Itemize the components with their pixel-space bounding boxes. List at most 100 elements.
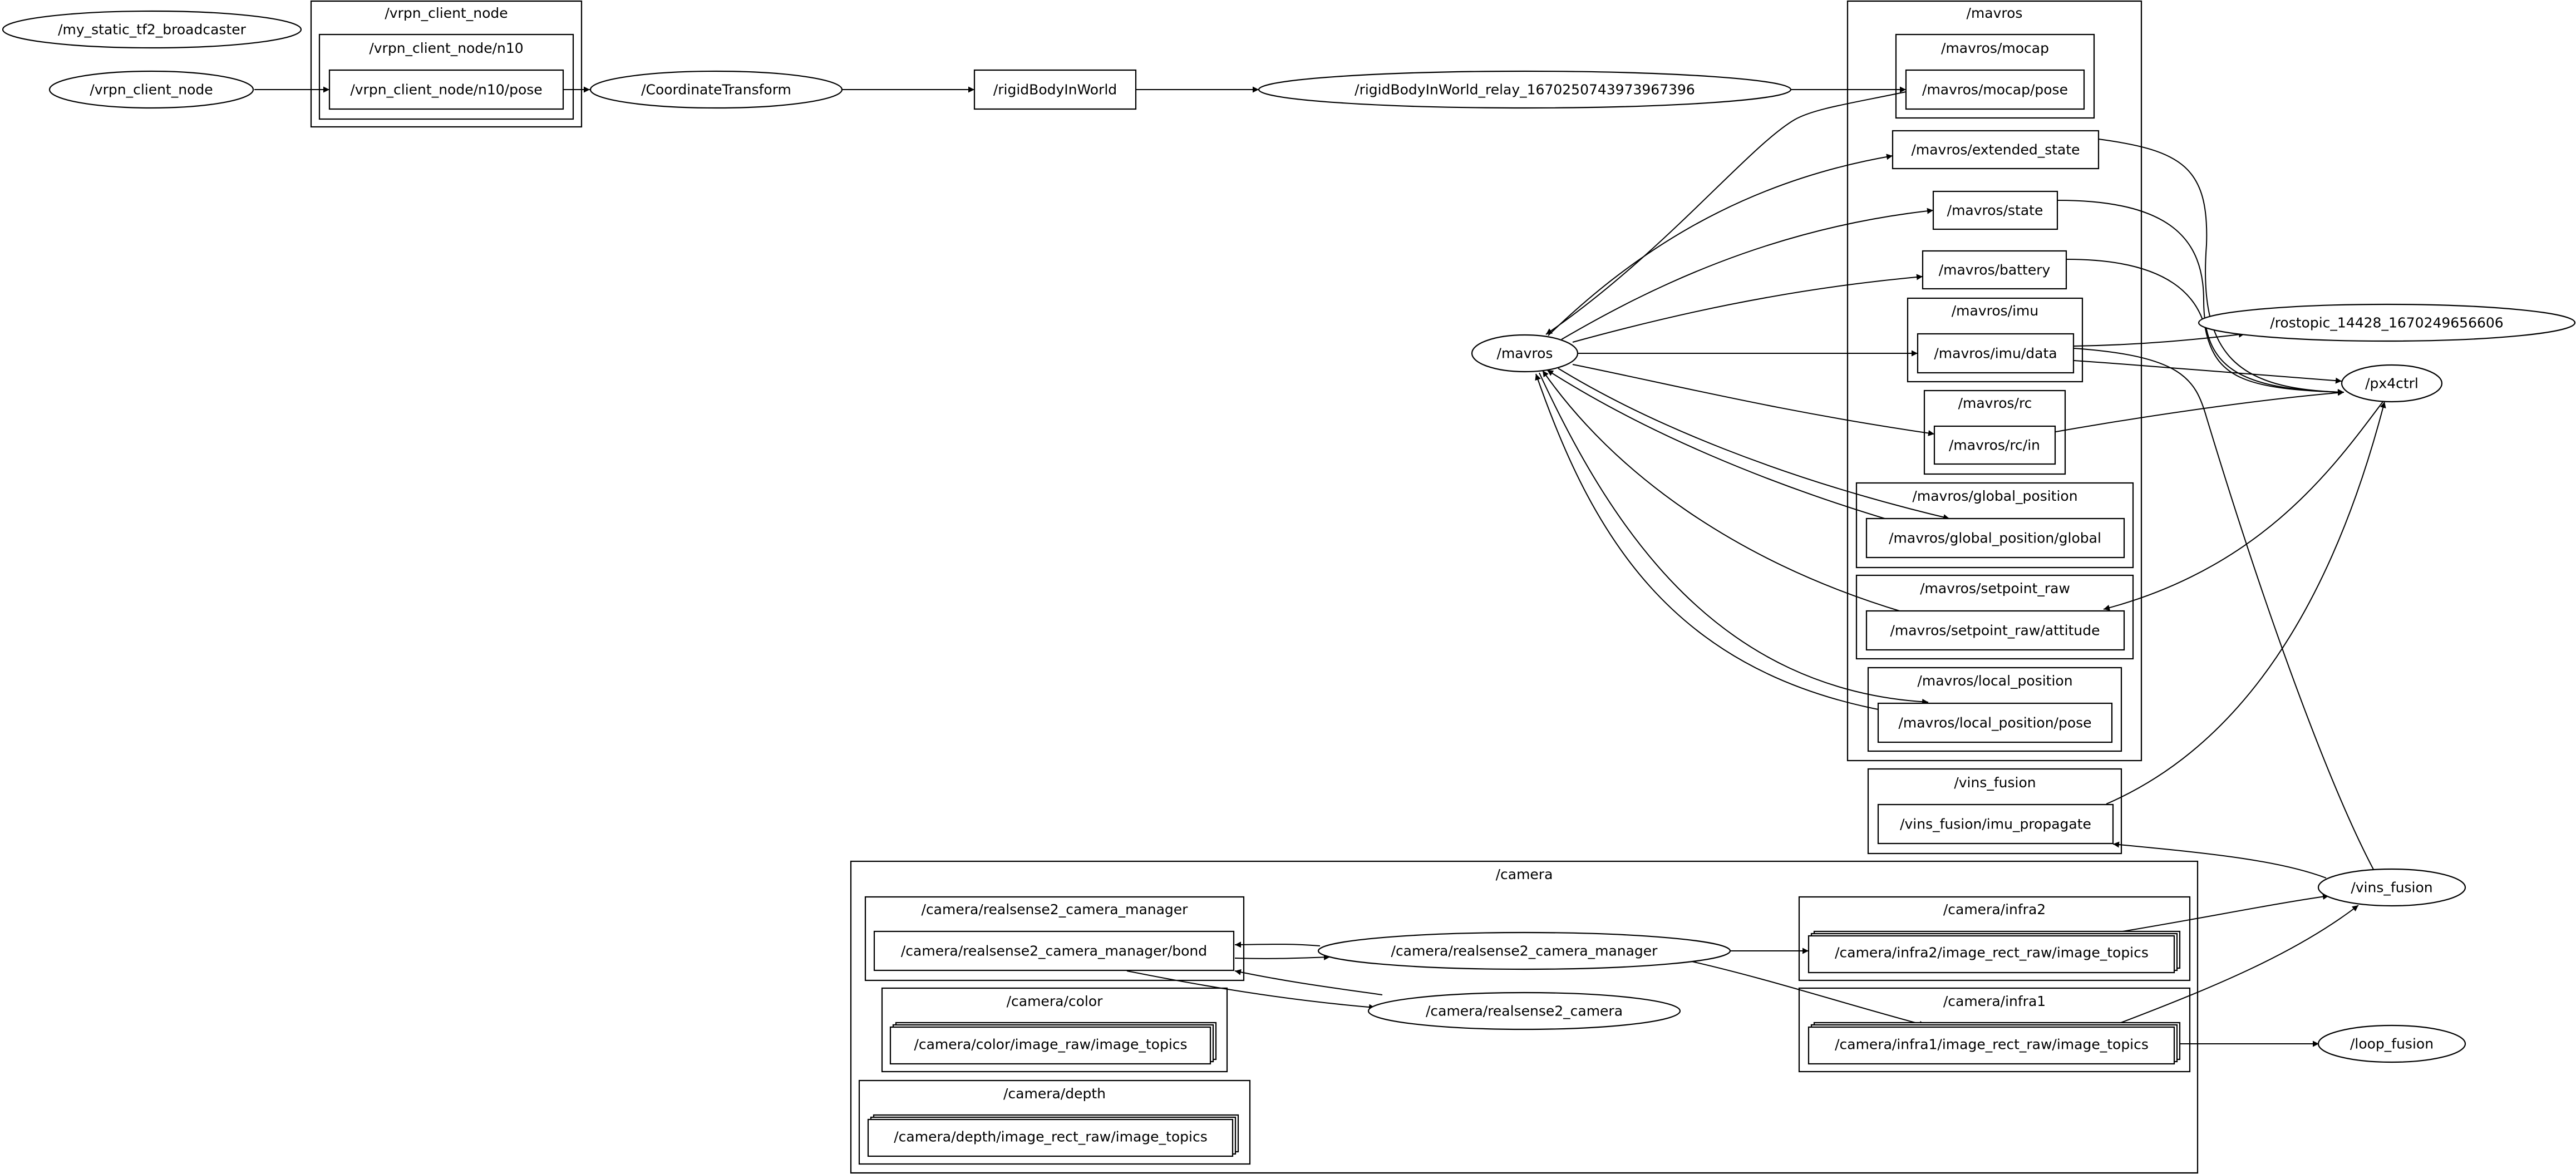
node-rigid-body-in-world-relay[interactable]: /rigidBodyInWorld_relay_1670250743973967… bbox=[1258, 70, 1792, 109]
topic-battery-label: /mavros/battery bbox=[1939, 262, 2051, 278]
edge-infra2-to-vins-fusion bbox=[2119, 894, 2329, 933]
node-coordinate-transform-label: /CoordinateTransform bbox=[641, 82, 791, 98]
topic-imu-data[interactable]: /mavros/imu/data bbox=[1917, 333, 2075, 374]
node-my-static-tf2-broadcaster-label: /my_static_tf2_broadcaster bbox=[58, 22, 247, 38]
cluster-vrpn-client-node-n10: /vrpn_client_node/n10 bbox=[318, 33, 574, 120]
edge-mavros-to-battery bbox=[1572, 274, 1923, 343]
node-vins-fusion[interactable]: /vins_fusion bbox=[2317, 868, 2466, 907]
topic-setpoint-raw-attitude-label: /mavros/setpoint_raw/attitude bbox=[1890, 623, 2100, 639]
node-camera-realsense2-camera-manager-label: /camera/realsense2_camera_manager bbox=[1391, 943, 1658, 959]
edge-camera-to-bond bbox=[1234, 969, 1383, 995]
topic-vrpn-pose[interactable]: /vrpn_client_node/n10/pose bbox=[328, 69, 564, 110]
edge-mavros-to-local-position bbox=[1539, 372, 1929, 705]
topic-rc-in-label: /mavros/rc/in bbox=[1949, 437, 2040, 453]
node-vins-fusion-label: /vins_fusion bbox=[2351, 880, 2432, 896]
cluster-mavros-global-position: /mavros/global_position bbox=[1855, 482, 2134, 569]
edge-px4ctrl-to-setpoint-raw bbox=[2103, 401, 2383, 611]
cluster-vins-fusion-label: /vins_fusion bbox=[1954, 775, 2036, 791]
topic-battery[interactable]: /mavros/battery bbox=[1922, 250, 2067, 290]
cluster-mavros: /mavros bbox=[1846, 0, 2142, 762]
node-camera-realsense2-camera-manager[interactable]: /camera/realsense2_camera_manager bbox=[1317, 931, 1731, 970]
node-mavros-label: /mavros bbox=[1497, 346, 1553, 362]
topic-global-position-global[interactable]: /mavros/global_position/global bbox=[1865, 517, 2125, 559]
cluster-mavros-rc-label: /mavros/rc bbox=[1958, 395, 2032, 411]
topic-vins-imu-propagate[interactable]: /vins_fusion/imu_propagate bbox=[1877, 803, 2114, 845]
cluster-camera-depth: /camera/depth bbox=[858, 1079, 1251, 1165]
topic-rigid-body-in-world[interactable]: /rigidBodyInWorld bbox=[973, 69, 1137, 110]
cluster-mavros-label: /mavros bbox=[1967, 5, 2023, 21]
cluster-camera-infra2-label: /camera/infra2 bbox=[1943, 901, 2046, 918]
topic-rc-in[interactable]: /mavros/rc/in bbox=[1933, 425, 2056, 465]
node-vrpn-client-node[interactable]: /vrpn_client_node bbox=[48, 70, 254, 109]
node-my-static-tf2-broadcaster[interactable]: /my_static_tf2_broadcaster bbox=[2, 10, 302, 49]
edge-mocap-pose-to-mavros bbox=[1545, 91, 1907, 335]
cluster-mavros-setpoint-raw: /mavros/setpoint_raw bbox=[1855, 574, 2134, 660]
edge-battery-to-px4ctrl bbox=[2066, 259, 2344, 396]
edge-infra1-to-vins-fusion bbox=[2117, 905, 2359, 1024]
cluster-camera-color-label: /camera/color bbox=[1007, 993, 1104, 1009]
cluster-camera-infra2: /camera/infra2 bbox=[1798, 896, 2191, 981]
edge-imu-data-to-vins-fusion bbox=[2073, 348, 2382, 885]
edge-global-position-to-mavros bbox=[1546, 369, 1893, 521]
cluster-vrpn-client-node-n10-label: /vrpn_client_node/n10 bbox=[369, 40, 523, 56]
node-rostopic-label: /rostopic_14428_1670249656606 bbox=[2270, 315, 2503, 331]
node-mavros[interactable]: /mavros bbox=[1471, 334, 1579, 373]
topic-extended-state-label: /mavros/extended_state bbox=[1911, 142, 2080, 158]
topic-mocap-pose[interactable]: /mavros/mocap/pose bbox=[1905, 69, 2085, 110]
edge-bond-to-manager bbox=[1234, 954, 1331, 960]
topic-local-position-pose[interactable]: /mavros/local_position/pose bbox=[1877, 702, 2113, 743]
cluster-mavros-imu: /mavros/imu bbox=[1907, 297, 2084, 383]
node-coordinate-transform[interactable]: /CoordinateTransform bbox=[589, 70, 843, 109]
node-rostopic[interactable]: /rostopic_14428_1670249656606 bbox=[2198, 303, 2576, 342]
edge-extended-state-to-px4ctrl bbox=[2098, 139, 2344, 396]
topic-color-image-topics[interactable]: /camera/color/image_raw/image_topics bbox=[889, 1022, 1217, 1065]
topic-state-label: /mavros/state bbox=[1947, 203, 2043, 219]
edge-bond-to-camera bbox=[1126, 970, 1376, 1010]
node-px4ctrl[interactable]: /px4ctrl bbox=[2341, 364, 2443, 403]
topic-mocap-pose-label: /mavros/mocap/pose bbox=[1922, 82, 2068, 98]
edge-setpoint-raw-to-mavros bbox=[1542, 370, 1904, 613]
node-vrpn-client-node-label: /vrpn_client_node bbox=[90, 82, 213, 98]
topic-infra2-image-topics[interactable]: /camera/infra2/image_rect_raw/image_topi… bbox=[1807, 930, 2181, 974]
node-loop-fusion[interactable]: /loop_fusion bbox=[2317, 1024, 2466, 1063]
edge-mavros-to-state bbox=[1561, 208, 1934, 340]
cluster-mavros-local-position: /mavros/local_position bbox=[1867, 667, 2122, 752]
topic-state[interactable]: /mavros/state bbox=[1932, 190, 2058, 230]
topic-extended-state[interactable]: /mavros/extended_state bbox=[1892, 130, 2100, 170]
edge-mavros-to-extended-state bbox=[1548, 154, 1893, 336]
cluster-camera-manager-label: /camera/realsense2_camera_manager bbox=[922, 901, 1189, 918]
edge-imu-data-to-rostopic bbox=[2073, 331, 2245, 347]
topic-setpoint-raw-attitude[interactable]: /mavros/setpoint_raw/attitude bbox=[1865, 610, 2125, 651]
edge-manager-to-infra1 bbox=[1691, 961, 1926, 1027]
topic-infra1-image-topics[interactable]: /camera/infra1/image_rect_raw/image_topi… bbox=[1807, 1022, 2181, 1065]
topic-infra2-image-topics-label: /camera/infra2/image_rect_raw/image_topi… bbox=[1835, 945, 2149, 961]
cluster-mavros-setpoint-raw-label: /mavros/setpoint_raw bbox=[1920, 580, 2070, 596]
node-loop-fusion-label: /loop_fusion bbox=[2350, 1036, 2434, 1052]
topic-camera-manager-bond[interactable]: /camera/realsense2_camera_manager/bond bbox=[873, 930, 1235, 971]
topic-vins-imu-propagate-label: /vins_fusion/imu_propagate bbox=[1900, 816, 2091, 832]
edge-vins-imu-propagate-to-px4ctrl bbox=[2106, 401, 2386, 805]
cluster-camera-label: /camera bbox=[1496, 866, 1553, 882]
edge-vins-fusion-to-imu-propagate bbox=[2112, 841, 2327, 879]
cluster-camera: /camera bbox=[850, 860, 2199, 1174]
node-camera-realsense2-camera[interactable]: /camera/realsense2_camera bbox=[1367, 992, 1681, 1030]
topic-local-position-pose-label: /mavros/local_position/pose bbox=[1898, 715, 2091, 731]
edge-mavros-to-rc-in bbox=[1572, 364, 1935, 436]
edge-manager-to-bond bbox=[1234, 941, 1321, 948]
topic-rigid-body-in-world-label: /rigidBodyInWorld bbox=[993, 82, 1117, 98]
topic-camera-manager-bond-label: /camera/realsense2_camera_manager/bond bbox=[901, 943, 1207, 959]
topic-imu-data-label: /mavros/imu/data bbox=[1934, 346, 2057, 362]
edges bbox=[254, 86, 2386, 1047]
topic-depth-image-topics-label: /camera/depth/image_rect_raw/image_topic… bbox=[894, 1129, 1207, 1145]
edge-mavros-to-global-position bbox=[1558, 368, 1950, 520]
cluster-camera-depth-label: /camera/depth bbox=[1003, 1086, 1106, 1102]
topic-depth-image-topics[interactable]: /camera/depth/image_rect_raw/image_topic… bbox=[867, 1114, 1239, 1157]
node-rigid-body-in-world-relay-label: /rigidBodyInWorld_relay_1670250743973967… bbox=[1355, 82, 1695, 98]
topic-color-image-topics-label: /camera/color/image_raw/image_topics bbox=[914, 1037, 1187, 1053]
cluster-camera-manager: /camera/realsense2_camera_manager bbox=[864, 896, 1245, 981]
node-camera-realsense2-camera-label: /camera/realsense2_camera bbox=[1426, 1003, 1623, 1019]
cluster-vins-fusion: /vins_fusion bbox=[1867, 768, 2122, 855]
edge-rc-in-to-px4ctrl bbox=[2055, 389, 2344, 432]
edge-local-position-to-mavros bbox=[1535, 373, 1879, 710]
cluster-mavros-mocap: /mavros/mocap bbox=[1895, 33, 2095, 119]
